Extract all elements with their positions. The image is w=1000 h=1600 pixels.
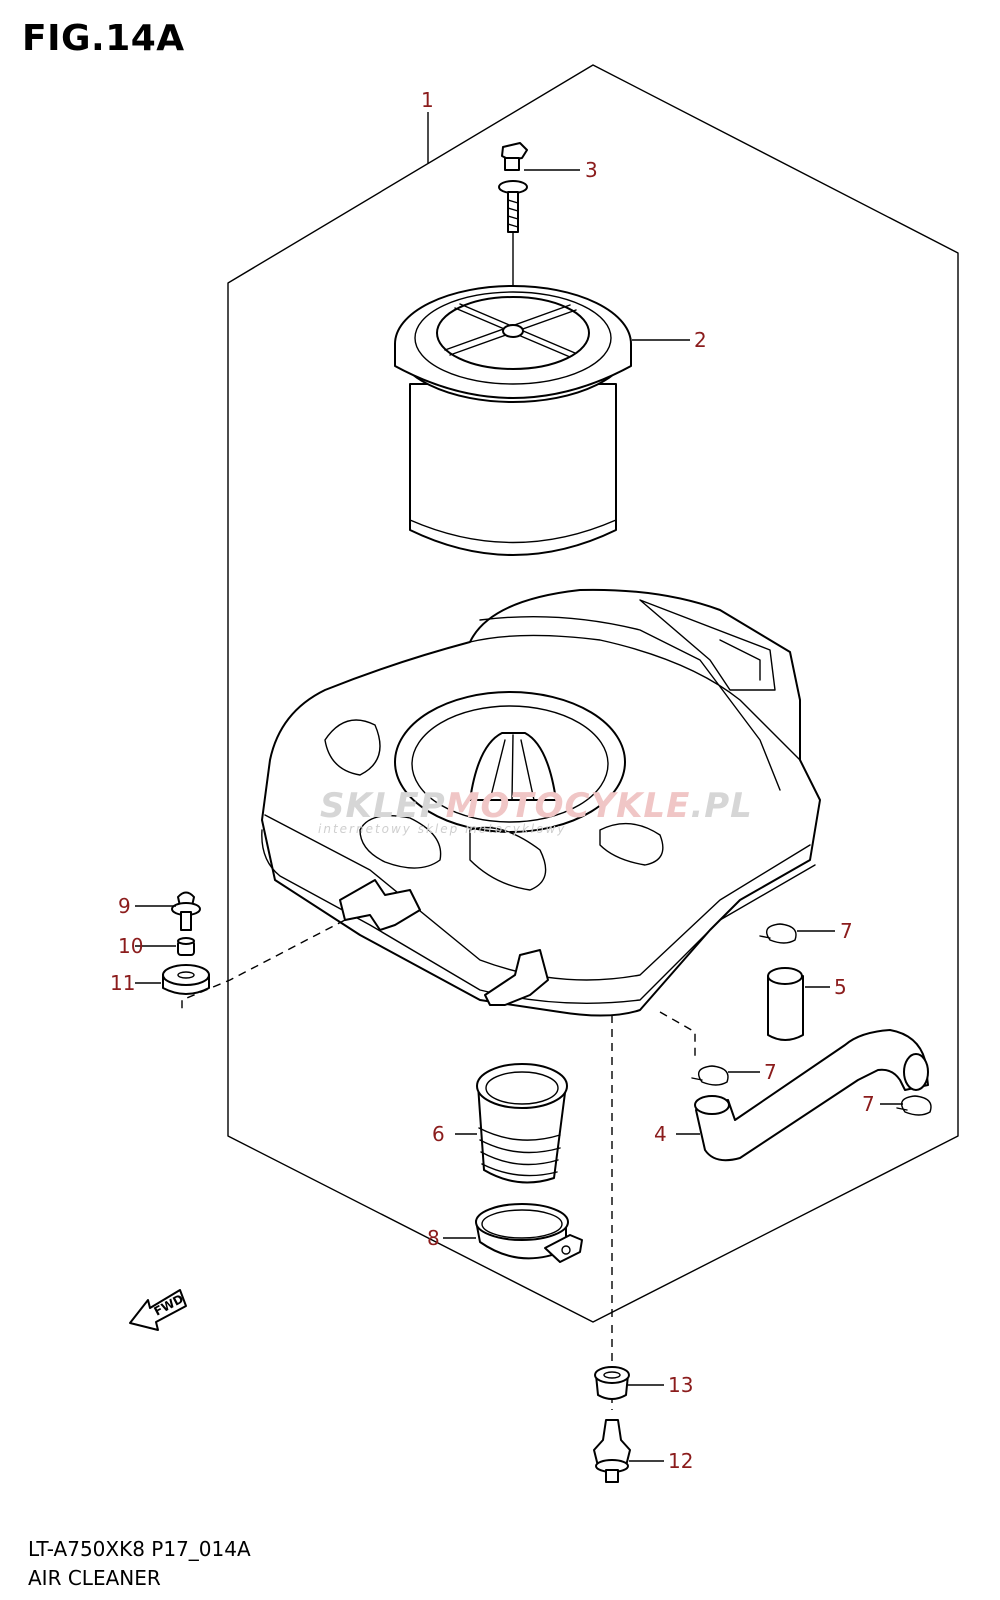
hose-clamp-part bbox=[475, 1203, 583, 1263]
section-name: AIR CLEANER bbox=[28, 1566, 161, 1590]
callout-10: 10 bbox=[118, 934, 143, 958]
callout-1: 1 bbox=[421, 88, 434, 112]
model-code: LT-A750XK8 P17_014A bbox=[28, 1537, 251, 1561]
watermark-brand-2: MOTO bbox=[445, 786, 565, 826]
guide-line-left-mount bbox=[181, 919, 346, 1010]
drain-plug-part bbox=[593, 1419, 631, 1483]
wing-bolt-part bbox=[498, 142, 528, 233]
callout-6: 6 bbox=[432, 1122, 445, 1146]
guide-line-hose-link bbox=[659, 1011, 696, 1060]
clip-part-right bbox=[896, 1095, 932, 1116]
callout-4: 4 bbox=[654, 1122, 667, 1146]
air-filter-element-part bbox=[394, 285, 632, 556]
callout-8: 8 bbox=[427, 1226, 440, 1250]
callout-5: 5 bbox=[834, 975, 847, 999]
assembly-boundary bbox=[227, 64, 959, 1323]
callout-7b: 7 bbox=[764, 1060, 777, 1084]
watermark-brand-3: CYKLE bbox=[564, 786, 691, 826]
outlet-tube-part bbox=[476, 1063, 568, 1184]
clip-part-top bbox=[759, 923, 797, 944]
callout-2: 2 bbox=[694, 328, 707, 352]
grommet-part bbox=[162, 964, 210, 995]
air-cleaner-case-part bbox=[261, 588, 821, 1017]
callout-7a: 7 bbox=[840, 919, 853, 943]
mount-bolt-part bbox=[171, 891, 201, 931]
callout-3: 3 bbox=[585, 158, 598, 182]
clip-part-middle bbox=[691, 1065, 729, 1086]
watermark-logo: SKLEPMOTOCYKLE.PL bbox=[320, 786, 753, 826]
callout-12: 12 bbox=[668, 1449, 693, 1473]
short-hose-part bbox=[767, 967, 804, 1041]
watermark-brand-1: SKLEP bbox=[320, 786, 446, 826]
figure-title: FIG.14A bbox=[22, 18, 185, 59]
callout-7c: 7 bbox=[862, 1092, 875, 1116]
breather-hose-part bbox=[694, 1029, 929, 1162]
collar-part bbox=[177, 937, 195, 956]
drain-grommet-part bbox=[594, 1366, 630, 1400]
callout-9: 9 bbox=[118, 894, 131, 918]
callout-11: 11 bbox=[110, 971, 135, 995]
watermark-tagline: internetowy sklep motocyklowy bbox=[318, 822, 567, 836]
watermark-brand-4: .PL bbox=[690, 786, 753, 826]
fwd-arrow-icon: FWD bbox=[129, 1289, 187, 1331]
callout-13: 13 bbox=[668, 1373, 693, 1397]
